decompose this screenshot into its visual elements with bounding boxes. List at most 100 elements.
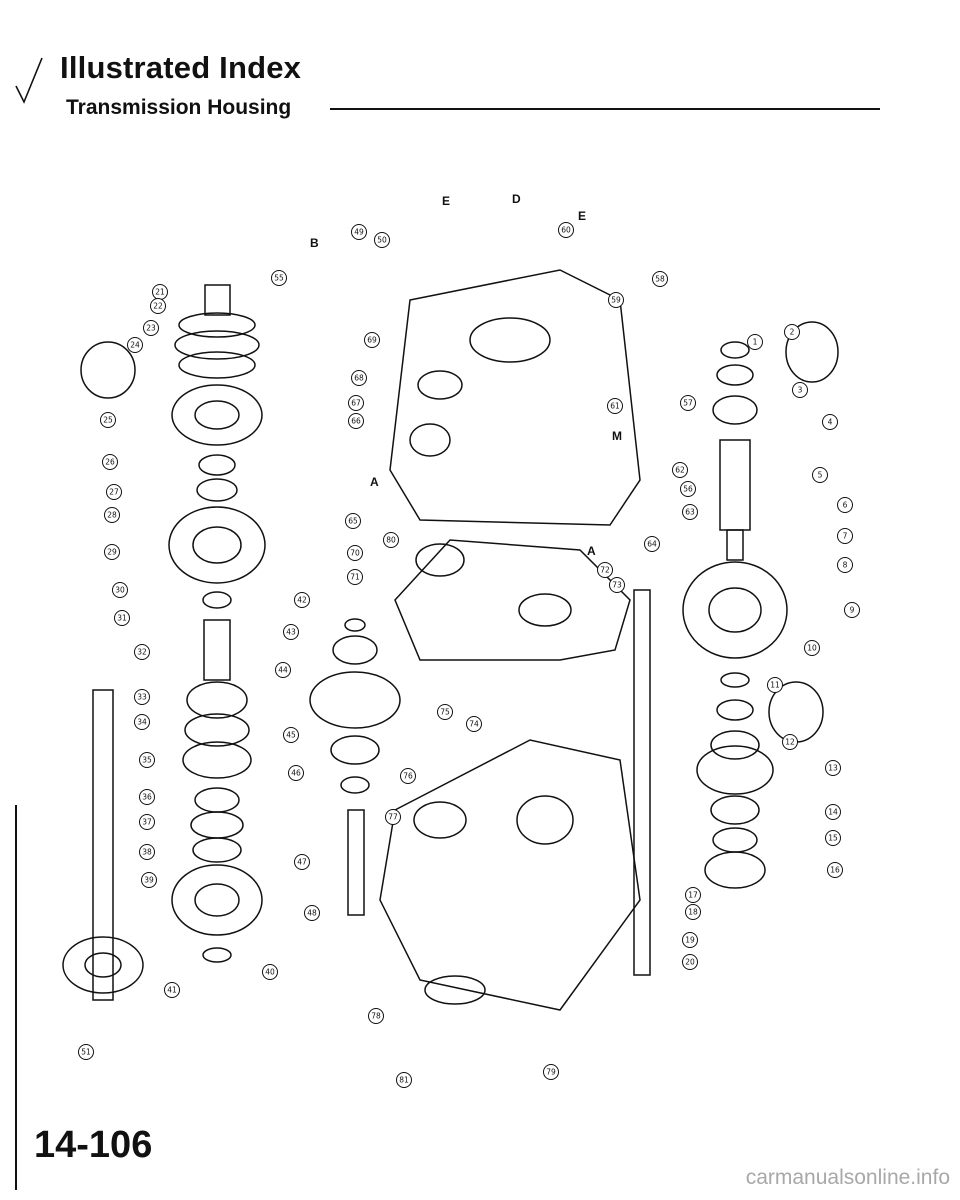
callout-15: 15 (825, 830, 841, 846)
callout-label: 34 (137, 718, 147, 727)
callout-31: 31 (114, 610, 130, 626)
callout-label: 1 (753, 338, 758, 347)
callout-label: 38 (142, 848, 152, 857)
clutch-drum-lower (171, 864, 263, 936)
callout-label: 67 (351, 399, 361, 408)
callout-23: 23 (143, 320, 159, 336)
callout-label: 21 (155, 288, 165, 297)
reference-letters: E D E B M A A (310, 192, 622, 558)
callout-24: 24 (127, 337, 143, 353)
callout-label: 29 (107, 548, 117, 557)
callout-label: 41 (167, 986, 177, 995)
callout-3: 3 (792, 382, 808, 398)
callout-10: 10 (804, 640, 820, 656)
callout-30: 30 (112, 582, 128, 598)
callout-label: 13 (828, 764, 838, 773)
callout-79: 79 (543, 1064, 559, 1080)
callout-label: 81 (399, 1076, 409, 1085)
callout-label: 64 (647, 540, 657, 549)
callout-label: 5 (818, 471, 823, 480)
callout-label: 65 (348, 517, 358, 526)
callout-59: 59 (608, 292, 624, 308)
callout-12: 12 (782, 734, 798, 750)
callout-label: 28 (107, 511, 117, 520)
countershaft (92, 689, 114, 1001)
callout-46: 46 (288, 765, 304, 781)
transmission-housing (389, 269, 641, 526)
callout-label: 26 (105, 458, 115, 467)
callout-6: 6 (837, 497, 853, 513)
section-title: Transmission Housing (66, 96, 292, 119)
callout-label: 39 (144, 876, 154, 885)
callout-label: 36 (142, 793, 152, 802)
callout-label: 15 (828, 834, 838, 843)
callout-label: 72 (600, 566, 610, 575)
callout-label: 75 (440, 708, 450, 717)
clutch-drum-upper (168, 506, 266, 584)
callout-label: 48 (307, 909, 317, 918)
callout-11: 11 (767, 677, 783, 693)
callout-label: 51 (81, 1048, 91, 1057)
callout-label: 11 (770, 681, 780, 690)
torque-converter-housing (379, 739, 641, 1011)
callout-40: 40 (262, 964, 278, 980)
callout-label: 76 (403, 772, 413, 781)
callout-7: 7 (837, 528, 853, 544)
callout-64: 64 (644, 536, 660, 552)
callout-label: 23 (146, 324, 156, 333)
callout-49: 49 (351, 224, 367, 240)
callout-label: 66 (351, 417, 361, 426)
gear-33 (186, 681, 248, 719)
callout-label: 62 (675, 466, 685, 475)
callout-label: 60 (561, 226, 571, 235)
callout-label: 24 (130, 341, 140, 350)
callout-77: 77 (385, 809, 401, 825)
callout-71: 71 (347, 569, 363, 585)
binding-line (15, 805, 17, 1190)
callout-44: 44 (275, 662, 291, 678)
callout-label: 43 (286, 628, 296, 637)
callout-43: 43 (283, 624, 299, 640)
countershaft-gear (62, 936, 144, 994)
callout-label: 7 (843, 532, 848, 541)
callout-58: 58 (652, 271, 668, 287)
callout-45: 45 (283, 727, 299, 743)
callout-label: 16 (830, 866, 840, 875)
callout-14: 14 (825, 804, 841, 820)
callout-label: 79 (546, 1068, 556, 1077)
callout-label: 57 (683, 399, 693, 408)
callout-label: 14 (828, 808, 838, 817)
callout-label: 8 (843, 561, 848, 570)
callout-48: 48 (304, 905, 320, 921)
ref-letter-e-left: E (442, 194, 450, 208)
callout-label: 77 (388, 813, 398, 822)
clutch-drum-right (682, 561, 788, 659)
callout-label: 58 (655, 275, 665, 284)
ref-letter-b: B (310, 236, 319, 250)
callout-label: 18 (688, 908, 698, 917)
callout-74: 74 (466, 716, 482, 732)
callout-22: 22 (150, 298, 166, 314)
callout-label: 69 (367, 336, 377, 345)
callout-29: 29 (104, 544, 120, 560)
idler-gear (309, 671, 401, 729)
callout-label: 31 (117, 614, 127, 623)
callout-28: 28 (104, 507, 120, 523)
ref-letter-a-right: A (587, 544, 596, 558)
callout-47: 47 (294, 854, 310, 870)
callout-9: 9 (844, 602, 860, 618)
ref-letter-e-right: E (578, 209, 586, 223)
callout-label: 73 (612, 581, 622, 590)
callout-label: 71 (350, 573, 360, 582)
callout-41: 41 (164, 982, 180, 998)
callout-19: 19 (682, 932, 698, 948)
callout-label: 55 (274, 274, 284, 283)
callout-38: 38 (139, 844, 155, 860)
callout-label: 30 (115, 586, 125, 595)
ref-letter-d: D (512, 192, 521, 206)
callout-label: 10 (807, 644, 817, 653)
callout-18: 18 (685, 904, 701, 920)
gasket (394, 539, 631, 661)
ref-letter-m: M (612, 429, 622, 443)
callout-42: 42 (294, 592, 310, 608)
